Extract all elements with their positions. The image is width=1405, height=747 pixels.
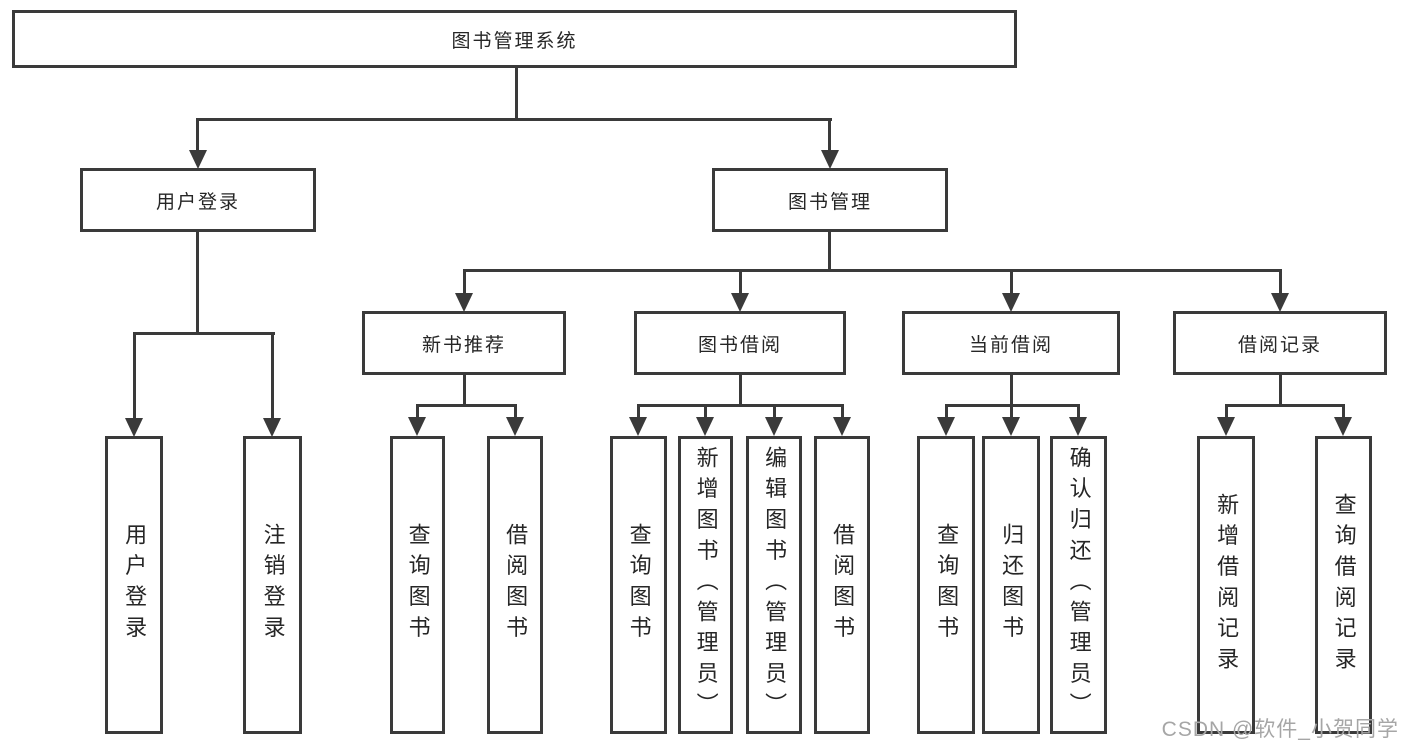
arrow-down — [765, 417, 783, 436]
arrow-down — [189, 150, 207, 169]
node-current-borrow-label: 当前借阅 — [968, 334, 1053, 356]
leaf-borrow-books-borrow-label: 借阅图书 — [830, 523, 856, 647]
arrow-down — [937, 417, 955, 436]
arrow-down — [125, 418, 143, 437]
leaf-user-login: 用户登录 — [105, 436, 163, 734]
arrow-down — [1271, 293, 1289, 312]
arrow-down — [506, 417, 524, 436]
arrow-down — [263, 418, 281, 437]
leaf-borrow-books-borrow: 借阅图书 — [814, 436, 870, 734]
leaf-confirm-return-admin-label: 确认归还（管理员） — [1066, 446, 1092, 724]
node-borrow-records-label: 借阅记录 — [1237, 334, 1322, 356]
connector-vline — [463, 269, 466, 295]
node-new-book-recommend-label: 新书推荐 — [421, 334, 506, 356]
connector-vline — [196, 118, 199, 152]
connector-hline — [463, 269, 1281, 272]
connector-vline — [828, 118, 831, 152]
node-book-management: 图书管理 — [712, 168, 948, 232]
connector-vline — [133, 332, 136, 420]
watermark-csdn: CSDN @软件_小贺同学 — [1161, 718, 1399, 741]
leaf-query-books-recommend: 查询图书 — [390, 436, 445, 734]
connector-vline — [739, 269, 742, 295]
connector-vline — [1279, 269, 1282, 295]
connector-vline — [739, 375, 742, 407]
connector-vline — [1010, 269, 1013, 295]
connector-vline — [1010, 375, 1013, 407]
arrow-down — [1334, 417, 1352, 436]
leaf-edit-book-admin: 编辑图书（管理员） — [746, 436, 802, 734]
connector-hline — [196, 118, 832, 121]
node-book-management-label: 图书管理 — [787, 191, 872, 213]
connector-vline — [828, 232, 831, 272]
leaf-logout: 注销登录 — [243, 436, 302, 734]
arrow-down — [1217, 417, 1235, 436]
connector-hline — [637, 404, 843, 407]
node-borrow-records: 借阅记录 — [1173, 311, 1387, 375]
leaf-return-books-label: 归还图书 — [999, 523, 1025, 647]
connector-vline — [637, 404, 640, 419]
node-library-system-label: 图书管理系统 — [451, 30, 578, 52]
connector-vline — [463, 375, 466, 407]
arrow-down — [1069, 417, 1087, 436]
arrow-down — [821, 150, 839, 169]
arrow-down — [455, 293, 473, 312]
leaf-edit-book-admin-label: 编辑图书（管理员） — [762, 446, 788, 724]
leaf-add-book-admin: 新增图书（管理员） — [678, 436, 733, 734]
connector-vline — [1077, 404, 1080, 419]
leaf-add-book-admin-label: 新增图书（管理员） — [693, 446, 719, 724]
connector-vline — [773, 404, 776, 419]
arrow-down — [629, 417, 647, 436]
leaf-add-borrow-record-label: 新增借阅记录 — [1214, 492, 1240, 678]
node-user-login: 用户登录 — [80, 168, 316, 232]
connector-vline — [515, 68, 518, 121]
leaf-query-books-borrow: 查询图书 — [610, 436, 667, 734]
connector-vline — [1342, 404, 1345, 419]
leaf-user-login-label: 用户登录 — [122, 523, 148, 647]
leaf-add-borrow-record: 新增借阅记录 — [1197, 436, 1255, 734]
leaf-query-borrow-record: 查询借阅记录 — [1315, 436, 1372, 734]
leaf-confirm-return-admin: 确认归还（管理员） — [1050, 436, 1107, 734]
leaf-borrow-books-recommend: 借阅图书 — [487, 436, 543, 734]
arrow-down — [833, 417, 851, 436]
connector-vline — [1010, 404, 1013, 419]
leaf-query-books-recommend-label: 查询图书 — [405, 523, 431, 647]
connector-vline — [514, 404, 517, 419]
node-user-login-label: 用户登录 — [155, 191, 240, 213]
connector-vline — [196, 232, 199, 335]
leaf-query-books-borrow-label: 查询图书 — [626, 523, 652, 647]
leaf-return-books: 归还图书 — [982, 436, 1040, 734]
connector-hline — [1225, 404, 1345, 407]
arrow-down — [408, 417, 426, 436]
arrow-down — [731, 293, 749, 312]
leaf-query-books-current: 查询图书 — [917, 436, 975, 734]
connector-hline — [416, 404, 517, 407]
connector-vline — [704, 404, 707, 419]
connector-vline — [1225, 404, 1228, 419]
connector-hline — [133, 332, 275, 335]
node-current-borrow: 当前借阅 — [902, 311, 1120, 375]
leaf-query-books-current-label: 查询图书 — [934, 523, 960, 647]
node-book-borrow: 图书借阅 — [634, 311, 846, 375]
leaf-query-borrow-record-label: 查询借阅记录 — [1331, 492, 1357, 678]
connector-vline — [945, 404, 948, 419]
arrow-down — [1002, 293, 1020, 312]
leaf-logout-label: 注销登录 — [260, 523, 286, 647]
leaf-borrow-books-recommend-label: 借阅图书 — [503, 523, 529, 647]
connector-vline — [271, 332, 274, 420]
connector-vline — [416, 404, 419, 419]
connector-vline — [1279, 375, 1282, 407]
node-new-book-recommend: 新书推荐 — [362, 311, 566, 375]
arrow-down — [1002, 417, 1020, 436]
arrow-down — [696, 417, 714, 436]
node-book-borrow-label: 图书借阅 — [697, 334, 782, 356]
connector-vline — [841, 404, 844, 419]
node-library-system: 图书管理系统 — [12, 10, 1017, 68]
